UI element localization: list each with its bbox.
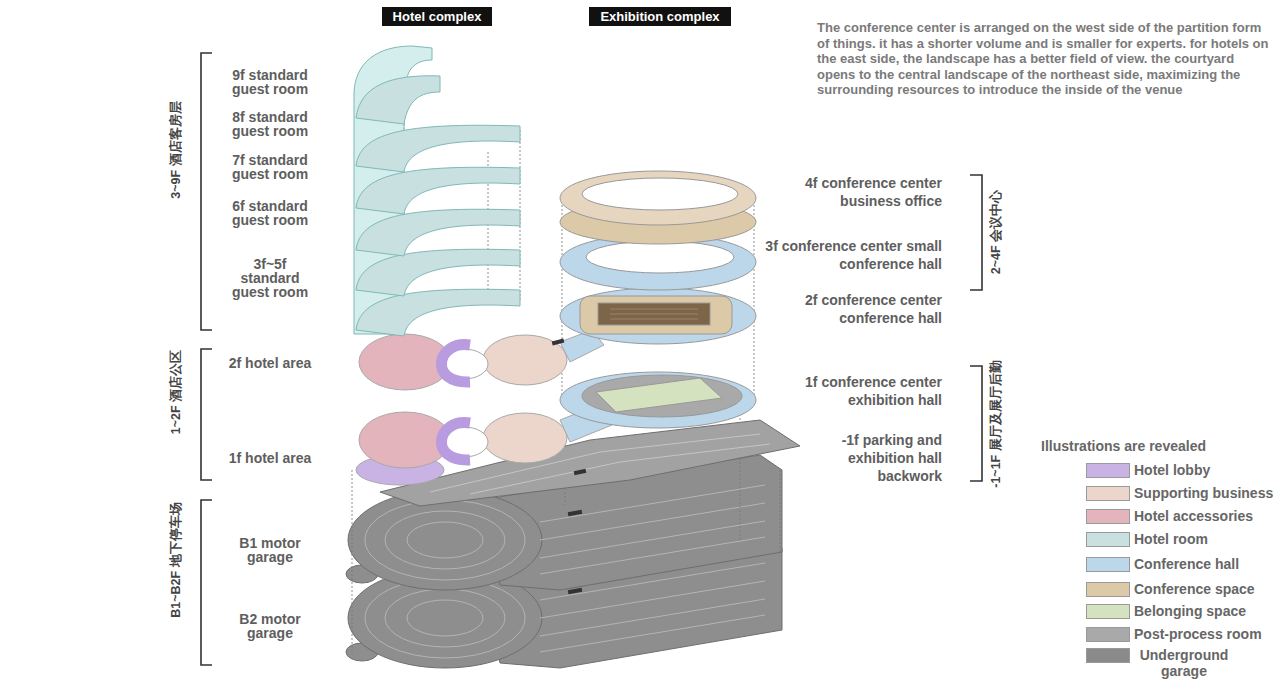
hotel-floor-1f [441, 423, 470, 460]
bracket-label: B1~B2F 地下停车场 [168, 502, 185, 617]
bracket [201, 500, 212, 665]
hotel-tower [354, 46, 520, 336]
legend-swatch [1086, 582, 1130, 597]
hotel-floor-2f [483, 335, 567, 385]
legend-label: Hotel lobby [1134, 462, 1210, 478]
legend-label: Supporting business [1134, 485, 1273, 501]
garage-b1 [407, 522, 483, 558]
legend-label: Belonging space [1134, 603, 1246, 619]
guide-line [754, 205, 755, 400]
legend-swatch [1086, 532, 1130, 547]
floor-label: 8f standard guest room [224, 110, 316, 138]
hotel-tower [356, 249, 520, 296]
legend-label: Post-process room [1134, 626, 1262, 642]
legend-label: Conference hall [1134, 556, 1239, 572]
bracket-label: -1~1F 展厅及展厅后勤 [988, 360, 1005, 487]
garage-b1 [365, 500, 525, 580]
garage-b1 [348, 490, 542, 590]
conference-floor-2f [598, 303, 710, 325]
legend-swatch [1086, 557, 1130, 572]
conference-floor-2f [560, 288, 756, 344]
floor-label: 7f standard guest room [224, 153, 316, 181]
hotel-tower [356, 167, 520, 214]
floor-label: 1f hotel area [224, 451, 316, 465]
legend-swatch [1086, 627, 1130, 642]
garage-b1 [385, 511, 505, 569]
legend-swatch [1086, 463, 1130, 478]
conference-floor-2f [610, 309, 698, 319]
bracket-label: 1~2F 酒店公区 [168, 350, 185, 434]
hotel-floor-2f [359, 330, 604, 390]
floor-label: 9f standard guest room [224, 68, 316, 96]
legend-swatch [1086, 648, 1130, 663]
section-header: Exhibition complex [589, 7, 730, 26]
garage-b1 [540, 485, 765, 574]
legend-label: Underground garage [1128, 647, 1240, 679]
guide-line [780, 470, 781, 552]
conference-floor-4f [582, 178, 738, 210]
conference-floor-1f [582, 375, 742, 417]
conference-floor-4f [560, 171, 756, 225]
conference-floor-4f [560, 171, 756, 244]
header-text: Exhibition complex [600, 8, 719, 25]
hotel-tower [356, 209, 520, 256]
conference-floor-1f [560, 372, 756, 428]
floor-label: 1f conference center exhibition hall [777, 373, 942, 409]
hotel-tower [356, 289, 520, 336]
hotel-tower [356, 125, 520, 172]
hotel-tower [356, 76, 440, 124]
garage-b1 [568, 510, 582, 516]
note-text: The conference center is arranged on the… [817, 20, 1272, 98]
bracket [970, 366, 982, 481]
floor-label: 6f standard guest room [224, 199, 316, 227]
conference-floor-2f [560, 288, 756, 344]
basement-strip [574, 469, 587, 475]
legend-label: Hotel room [1134, 531, 1208, 547]
guide-line [352, 124, 780, 655]
bracket [201, 53, 212, 330]
conference-floor-3f [586, 241, 734, 273]
guide-line [352, 470, 353, 655]
legend-swatch [1086, 509, 1130, 524]
bracket-label: 3~9F 酒店客房层 [168, 101, 185, 198]
conference-floor-1f [596, 378, 722, 412]
section-header: Hotel complex [382, 7, 493, 26]
legend-label: Conference space [1134, 581, 1255, 597]
garage-b2 [385, 589, 505, 647]
hotel-floor-1f [356, 404, 612, 485]
legend-label: Hotel accessories [1134, 508, 1253, 524]
floor-label: 2f conference center conference hall [777, 291, 942, 327]
floor-label: B2 motor garage [224, 612, 316, 640]
legend-swatch [1086, 604, 1130, 619]
bracket-label: 2~4F 会议中心 [988, 190, 1005, 274]
hotel-floor-1f [483, 413, 567, 463]
header-text: Hotel complex [393, 8, 482, 25]
bracket [201, 53, 982, 665]
conference-floor-1f [560, 372, 756, 428]
floor-label: 3f conference center small conference ha… [742, 237, 942, 273]
floor-label: 4f conference center business office [777, 174, 942, 210]
floor-label: 3f~5f standard guest room [224, 257, 316, 299]
floor-label: 2f hotel area [224, 356, 316, 370]
legend-title: Illustrations are revealed [1041, 438, 1206, 454]
floor-label: -1f parking and exhibition hall backwork [817, 431, 942, 485]
floor-label: B1 motor garage [224, 536, 316, 564]
garage-b2 [407, 600, 483, 636]
hotel-floor-2f [552, 339, 565, 346]
hotel-floor-2f [441, 345, 470, 382]
bracket [970, 175, 982, 290]
bracket [201, 349, 212, 480]
conference-floor-2f [580, 296, 732, 334]
legend-swatch [1086, 486, 1130, 501]
